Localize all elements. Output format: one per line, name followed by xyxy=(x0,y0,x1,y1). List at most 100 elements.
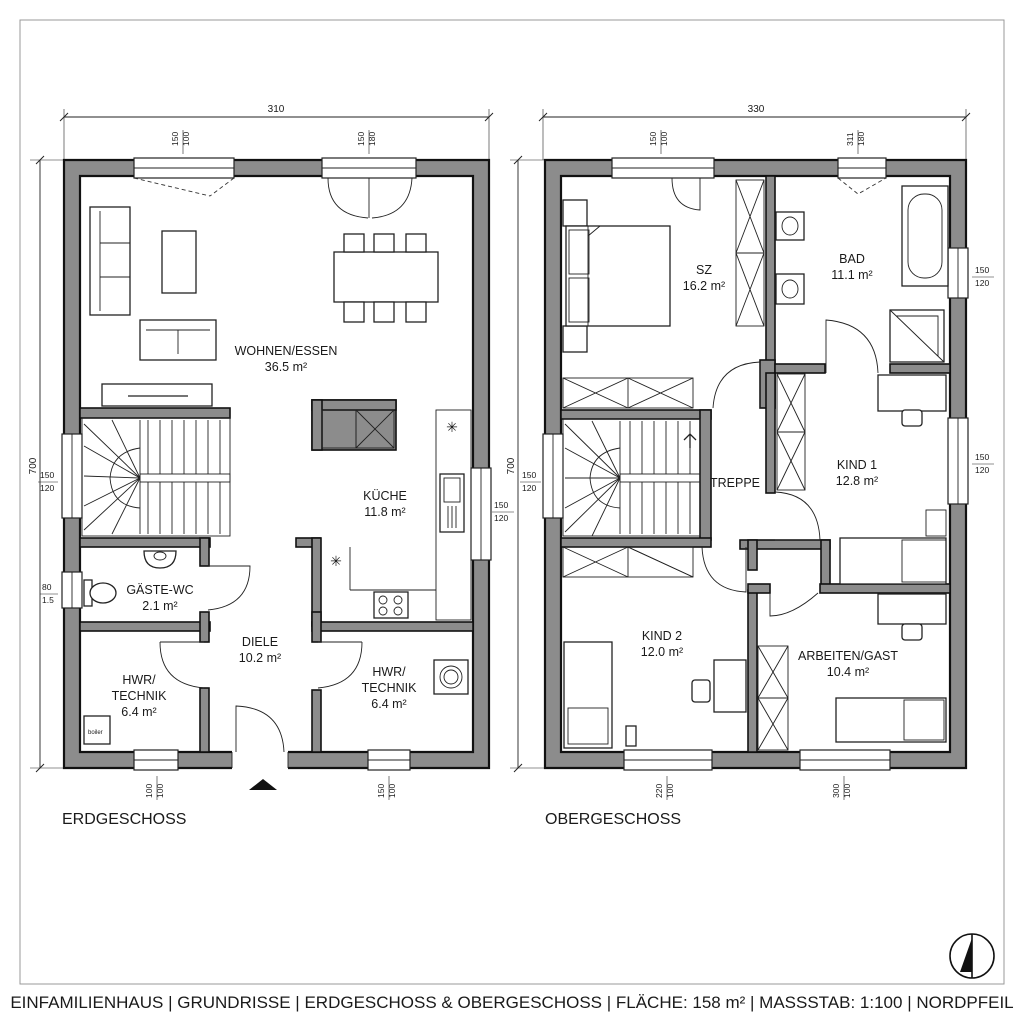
og-room-sz-area: 16.2 m² xyxy=(683,279,725,293)
og-bad-wall-bottom-right xyxy=(889,363,951,374)
eg-dimension-width: 310 xyxy=(59,104,494,160)
sheet-frame xyxy=(19,19,1005,985)
og-floor-label: OBERGESCHOSS xyxy=(545,811,681,828)
og-kind1-furniture xyxy=(776,373,947,585)
eg-boiler-label: boiler xyxy=(88,730,103,736)
og-win-right-kind1-dim-a: 150 xyxy=(975,452,989,462)
og-kind1-door-swing xyxy=(774,491,821,541)
og-bad-wall-bottom-left xyxy=(774,363,826,374)
og-kind2-furniture xyxy=(562,546,747,749)
sheet-caption: EINFAMILIENHAUS | GRUNDRISSE | ERDGESCHO… xyxy=(10,993,1013,1012)
og-win-right-bath-dim-b: 120 xyxy=(975,278,989,288)
eg-hwr-right-door-swing xyxy=(317,641,363,689)
og-dimension-height: 700 xyxy=(506,155,545,773)
og-width-value: 330 xyxy=(748,104,765,115)
eg-appliance-star-icon: ✳ xyxy=(446,419,458,435)
og-arbeiten-furniture xyxy=(757,593,947,751)
og-sz-wall-bottom xyxy=(560,409,712,420)
og-room-kind1-area: 12.8 m² xyxy=(836,474,878,488)
eg-island-left xyxy=(311,399,323,451)
eg-room-wc-area: 2.1 m² xyxy=(142,599,177,613)
og-win-left-stair-dim-a: 150 xyxy=(522,470,536,480)
og-win-top-right-dim-b: 180 xyxy=(856,132,866,146)
eg-win-left-wc-dim-b: 1.5 xyxy=(42,595,54,605)
og-arbeiten-door-swing xyxy=(769,592,819,617)
og-room-arbeiten-area: 10.4 m² xyxy=(827,665,869,679)
eg-win-top-right-dim-b: 180 xyxy=(367,132,377,146)
eg-win-right-dim-b: 120 xyxy=(494,513,508,523)
eg-wc-door-swing xyxy=(207,565,251,611)
eg-window-swing-top-left xyxy=(133,177,235,197)
eg-win-bottom-left-dim-a: 100 xyxy=(144,784,154,798)
eg-kitchen-furniture: ✳ ✳ xyxy=(321,409,472,621)
eg-room-wc-name: GÄSTE-WC xyxy=(126,583,193,597)
eg-wc-wall-side-upper xyxy=(199,537,210,567)
eg-win-bottom-right-dim-a: 150 xyxy=(376,784,386,798)
eg-wc-fixtures xyxy=(83,550,177,607)
upper-floor-plan: 330 700 xyxy=(506,104,994,828)
og-win-bottom-right-dim-b: 100 xyxy=(842,784,852,798)
og-win-right-kind1-dim-b: 120 xyxy=(975,465,989,475)
eg-win-left-stair-dim-a: 150 xyxy=(40,470,54,480)
og-room-bad-area: 11.1 m² xyxy=(831,268,872,282)
og-room-bad-name: BAD xyxy=(839,252,865,266)
eg-entrance-opening xyxy=(232,750,288,770)
eg-room-hwr-left-name-2: TECHNIK xyxy=(112,689,168,703)
og-win-bottom-right-dim-a: 300 xyxy=(831,784,841,798)
eg-entrance-door-swing xyxy=(235,705,285,753)
eg-hwr-right-wall-side-lower xyxy=(311,689,322,753)
og-win-right-bath-dim-a: 150 xyxy=(975,265,989,275)
eg-hwr-right-wall-side-upper xyxy=(311,611,322,643)
eg-hwr-wall-side-lower xyxy=(199,687,210,753)
og-win-bottom-left-dim-b: 100 xyxy=(665,784,675,798)
og-win-top-left-dim-a: 150 xyxy=(648,132,658,146)
og-kind2-wall-top xyxy=(560,537,712,548)
eg-room-kueche-name: KÜCHE xyxy=(363,489,407,503)
eg-room-hwr-left-area: 6.4 m² xyxy=(121,705,156,719)
og-win-top-right-dim-a: 311 xyxy=(845,132,855,146)
eg-hwr-right-wall-top xyxy=(311,621,474,632)
eg-win-top-left-dim-b: 100 xyxy=(181,132,191,146)
eg-washing-machine xyxy=(433,659,469,695)
eg-win-left-wc-dim-a: 80 xyxy=(42,582,52,592)
og-height-value: 700 xyxy=(506,457,517,474)
eg-room-diele-area: 10.2 m² xyxy=(239,651,281,665)
eg-living-furniture xyxy=(89,206,217,407)
og-bad-door-swing xyxy=(825,319,879,374)
eg-room-hwr-right-area: 6.4 m² xyxy=(371,697,406,711)
og-sz-window-door-swing xyxy=(671,177,701,211)
og-dimension-width: 330 xyxy=(538,104,971,160)
eg-height-value: 700 xyxy=(28,457,39,474)
eg-dimension-height: 700 xyxy=(28,155,66,773)
eg-dining-furniture xyxy=(333,233,439,323)
eg-room-hwr-right-name-2: TECHNIK xyxy=(362,681,418,695)
og-room-kind2-name: KIND 2 xyxy=(642,629,682,643)
og-sz-door-swing xyxy=(712,361,761,409)
eg-room-hwr-right-name-1: HWR/ xyxy=(372,665,406,679)
eg-room-hwr-left-name-1: HWR/ xyxy=(122,673,156,687)
og-stair-wall-right xyxy=(699,409,712,541)
eg-win-left-stair-dim-b: 120 xyxy=(40,483,54,493)
eg-room-wohnen-name: WOHNEN/ESSEN xyxy=(235,344,338,358)
og-staircase xyxy=(562,418,701,537)
eg-width-value: 310 xyxy=(268,104,285,115)
eg-win-top-right-dim-a: 150 xyxy=(356,132,366,146)
og-room-treppe-name: TREPPE xyxy=(710,476,760,490)
eg-hwr-left-door-swing xyxy=(159,641,205,689)
og-win-bottom-left-dim-a: 220 xyxy=(654,784,664,798)
og-kind1-wall-bottom-side xyxy=(820,539,831,591)
og-win-left-stair-dim-b: 120 xyxy=(522,483,536,493)
og-room-sz-name: SZ xyxy=(696,263,712,277)
og-room-arbeiten-name: ARBEITEN/GAST xyxy=(798,649,898,663)
og-hall-wall-stub xyxy=(747,539,758,571)
eg-stair-wall-top xyxy=(79,407,231,419)
eg-room-kueche-area: 11.8 m² xyxy=(364,505,405,519)
eg-boiler xyxy=(83,715,111,745)
eg-staircase xyxy=(81,417,231,537)
eg-win-right-dim-a: 150 xyxy=(494,500,508,510)
eg-win-top-left-dim-a: 150 xyxy=(170,132,180,146)
eg-wc-wall-top xyxy=(79,537,211,548)
eg-floor-label: ERDGESCHOSS xyxy=(62,811,186,828)
og-bad-window-swing xyxy=(837,177,887,195)
